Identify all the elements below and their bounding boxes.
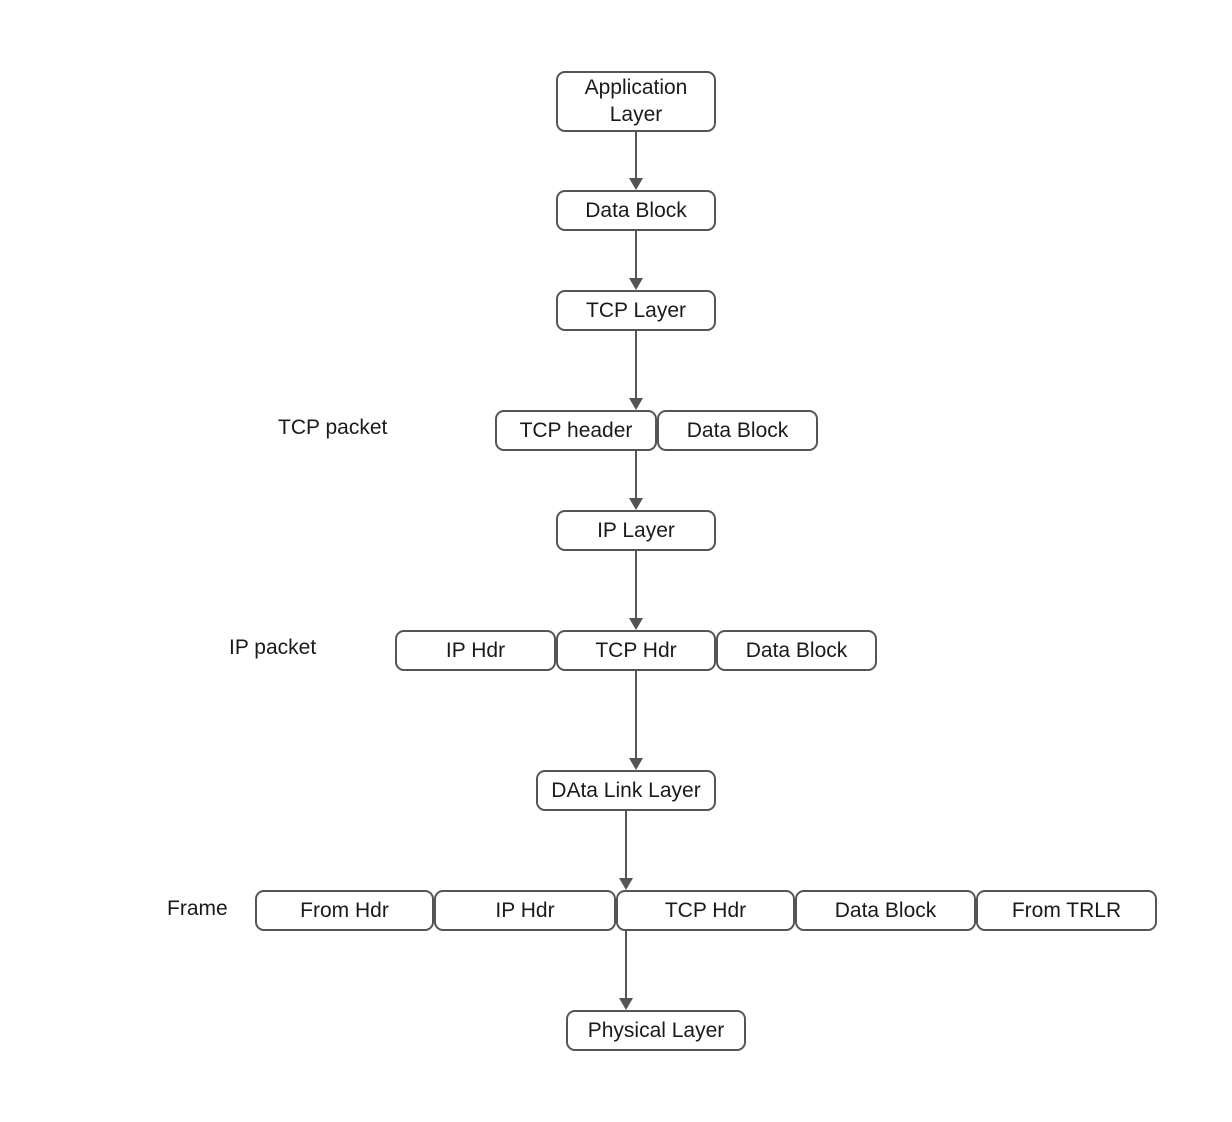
arrow-head-icon: [629, 498, 643, 510]
node-application-layer[interactable]: Application Layer: [556, 71, 716, 132]
arrow-shaft: [635, 551, 637, 618]
arrow-shaft: [625, 811, 627, 878]
arrow-shaft: [635, 331, 637, 398]
segment-frame-from-trlr[interactable]: From TRLR: [976, 890, 1157, 931]
segment-frame-ip-hdr[interactable]: IP Hdr: [434, 890, 616, 931]
flow-arrow: [626, 551, 646, 630]
segment-ip-packet-ip-hdr[interactable]: IP Hdr: [395, 630, 556, 671]
segment-frame-data-block[interactable]: Data Block: [795, 890, 976, 931]
node-physical-layer[interactable]: Physical Layer: [566, 1010, 746, 1051]
arrow-head-icon: [629, 398, 643, 410]
row-label-ip-packet: IP packet: [229, 636, 317, 659]
arrow-shaft: [635, 671, 637, 758]
arrow-head-icon: [629, 618, 643, 630]
arrow-head-icon: [629, 278, 643, 290]
row-label-frame: Frame: [167, 897, 228, 920]
segment-tcp-packet-data-block[interactable]: Data Block: [657, 410, 818, 451]
arrow-head-icon: [619, 878, 633, 890]
arrow-head-icon: [619, 998, 633, 1010]
arrow-head-icon: [629, 758, 643, 770]
segment-ip-packet-data-block[interactable]: Data Block: [716, 630, 877, 671]
flow-arrow: [626, 451, 646, 510]
node-data-block-1[interactable]: Data Block: [556, 190, 716, 231]
flow-arrow: [626, 231, 646, 290]
flow-arrow: [626, 132, 646, 190]
flow-arrow: [626, 331, 646, 410]
segment-frame-from-hdr[interactable]: From Hdr: [255, 890, 434, 931]
arrow-shaft: [625, 931, 627, 998]
segment-frame-tcp-hdr[interactable]: TCP Hdr: [616, 890, 795, 931]
segment-tcp-packet-tcp-header[interactable]: TCP header: [495, 410, 657, 451]
arrow-head-icon: [629, 178, 643, 190]
arrow-shaft: [635, 451, 637, 498]
flow-arrow: [616, 811, 636, 890]
node-data-link-layer[interactable]: DAta Link Layer: [536, 770, 716, 811]
arrow-shaft: [635, 132, 637, 178]
arrow-shaft: [635, 231, 637, 278]
flow-arrow: [616, 931, 636, 1010]
segment-ip-packet-tcp-hdr[interactable]: TCP Hdr: [556, 630, 716, 671]
node-ip-layer[interactable]: IP Layer: [556, 510, 716, 551]
flow-arrow: [626, 671, 646, 770]
row-label-tcp-packet: TCP packet: [278, 416, 388, 439]
node-tcp-layer[interactable]: TCP Layer: [556, 290, 716, 331]
